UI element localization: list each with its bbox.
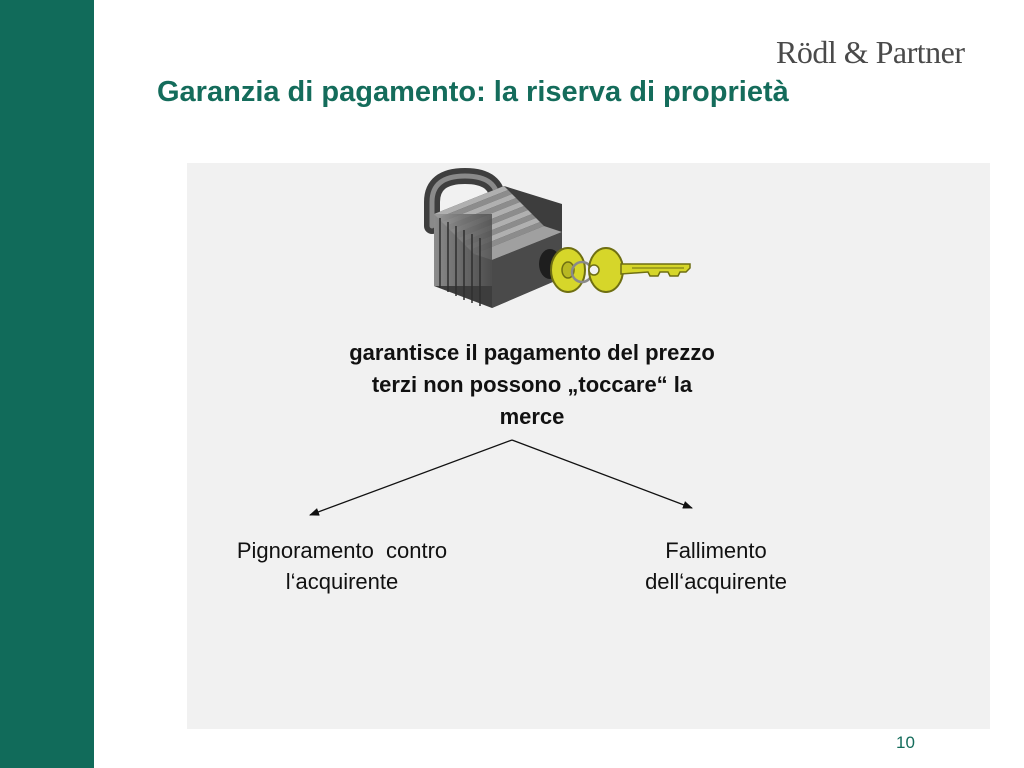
central-statement: garantisce il pagamento del prezzo terzi… [282, 337, 782, 433]
central-line-1: garantisce il pagamento del prezzo [349, 340, 715, 365]
central-line-2: terzi non possono „toccare“ la [371, 372, 693, 397]
branch-left-line-1: Pignoramento contro [236, 538, 448, 563]
branch-right-line-1: Fallimento [665, 538, 767, 563]
page-title: Garanzia di pagamento: la riserva di pro… [157, 76, 789, 108]
branch-right-label: Fallimento dell‘acquirente [596, 535, 836, 597]
sidebar-band [0, 0, 94, 768]
branch-right-line-2: dell‘acquirente [645, 569, 787, 594]
arrow-left [309, 439, 513, 516]
arrow-right [511, 439, 693, 509]
lock-and-key-illustration [424, 168, 691, 308]
company-logo: Rödl & Partner [776, 34, 965, 70]
content-panel [187, 163, 990, 729]
padlock-icon [424, 168, 562, 308]
key-icon [550, 247, 691, 293]
page-number: 10 [896, 733, 915, 752]
branch-left-label: Pignoramento contro l‘acquirente [200, 535, 484, 597]
branch-left-line-2: l‘acquirente [285, 569, 399, 594]
central-line-3: merce [499, 404, 565, 429]
